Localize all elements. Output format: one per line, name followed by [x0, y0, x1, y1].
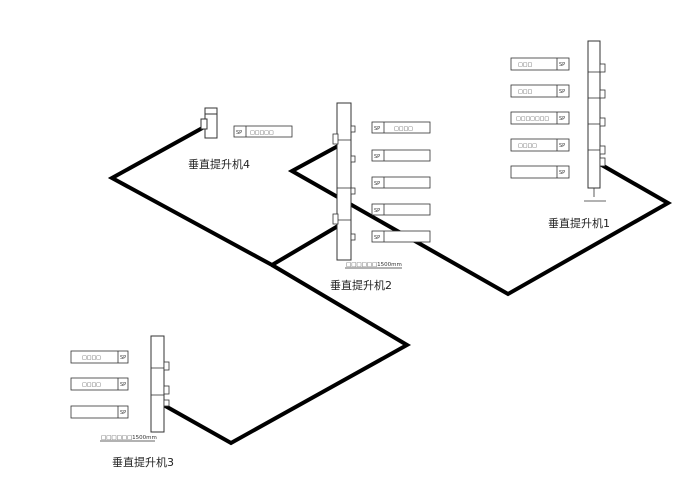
lift-1-panel-2-text: □□□: [518, 89, 532, 95]
lift-1-panel-5: SP: [510, 165, 570, 179]
lift-3-label: 垂直提升机3: [112, 455, 174, 469]
lift-3-panel-1-text: □□□□: [82, 355, 101, 361]
lift-2: SP □□□□ SP SP SP SP □□□□□□1500mm 垂直提升机2: [330, 102, 431, 292]
lift-3-panel-3: SP: [70, 405, 129, 419]
lift-2-panel-2: SP: [371, 149, 431, 162]
lift-4-panel-1-text: □□□□□: [250, 130, 274, 136]
lift-2-panel-1-text: □□□□: [394, 126, 413, 132]
lift-1-panel-3-text: □□□□□□□: [516, 116, 549, 122]
lift-2-panel-4: SP: [371, 203, 431, 216]
lift-1-panel-4-tag: SP: [559, 143, 565, 149]
lift-2-panel-5-tag: SP: [374, 235, 380, 241]
lift-4-panel-1: SP □□□□□: [233, 125, 293, 138]
lift-1-panel-4-text: □□□□: [518, 143, 537, 149]
lift-2-floor-note: □□□□□□1500mm: [346, 262, 402, 268]
lift-4-bracket: [200, 118, 208, 130]
lift-2-column: [336, 102, 352, 261]
lift-3-panel-3-tag: SP: [120, 410, 126, 416]
conveyor-line-main: [107, 124, 340, 268]
lift-1: □□□ SP □□□ SP □□□□□□□ SP □□□□ SP SP: [510, 40, 610, 230]
lift-4: SP □□□□□ 垂直提升机4: [188, 107, 293, 171]
lift-1-panel-2: □□□ SP: [510, 84, 570, 98]
conveyor-line-branch: [159, 263, 412, 446]
lift-4-label: 垂直提升机4: [188, 157, 250, 171]
lift-2-panel-1-tag: SP: [374, 126, 380, 132]
lift-4-top: [204, 107, 218, 115]
lift-1-panel-5-tag: SP: [559, 170, 565, 176]
lift-3-floor-note: □□□□□□1500mm: [101, 435, 157, 441]
lift-1-panel-1-tag: SP: [559, 62, 565, 68]
lift-1-column: [587, 40, 601, 189]
lift-1-panel-1: □□□ SP: [510, 57, 570, 71]
lift-1-label: 垂直提升机1: [548, 216, 610, 230]
lift-2-panel-3-tag: SP: [374, 181, 380, 187]
lift-1-panel-3-tag: SP: [559, 116, 565, 122]
lift-1-panel-2-tag: SP: [559, 89, 565, 95]
lift-1-panel-1-text: □□□: [518, 62, 532, 68]
lift-2-label: 垂直提升机2: [330, 278, 392, 292]
lift-2-panel-3: SP: [371, 176, 431, 189]
lift-1-panel-3: □□□□□□□ SP: [510, 111, 570, 125]
lift-3: □□□□ SP □□□□ SP SP □□□□□□1500mm 垂直提升机3: [70, 335, 174, 469]
lift-2-panel-2-tag: SP: [374, 154, 380, 160]
lift-3-panel-2: □□□□ SP: [70, 377, 129, 391]
lift-2-panel-4-tag: SP: [374, 208, 380, 214]
lift-3-panel-2-tag: SP: [120, 382, 126, 388]
lift-1-panel-4: □□□□ SP: [510, 138, 570, 152]
lift-4-panel-1-tag: SP: [236, 130, 242, 136]
conveyor-line-right: [287, 144, 673, 297]
lift-3-panel-2-text: □□□□: [82, 382, 101, 388]
lift-3-panel-1: □□□□ SP: [70, 350, 129, 364]
lift-3-panel-1-tag: SP: [120, 355, 126, 361]
lift-2-panel-1: SP □□□□: [371, 121, 431, 134]
lift-3-column: [150, 335, 165, 433]
lift-2-panel-5: SP: [371, 230, 431, 243]
